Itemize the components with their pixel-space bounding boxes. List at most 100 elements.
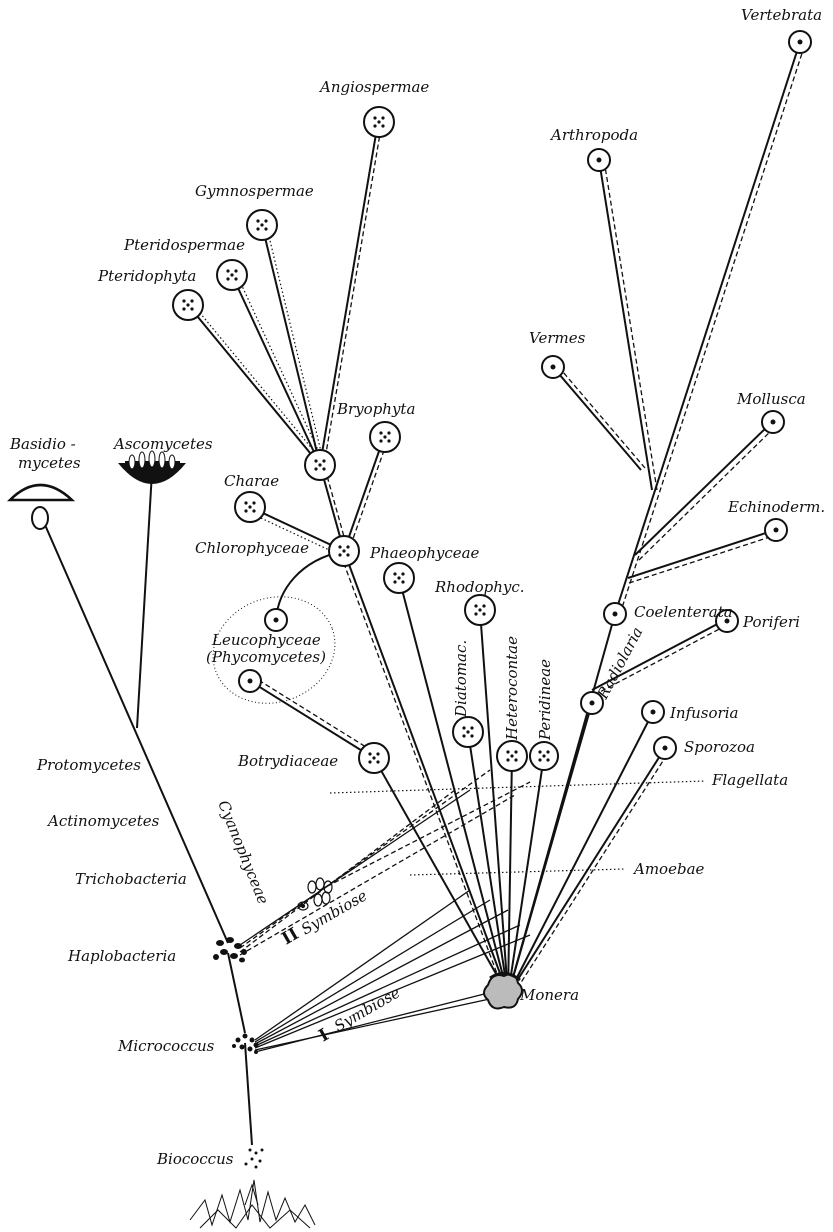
- node-poriferi: [715, 609, 739, 633]
- micrococcus-cluster-icon: [232, 1033, 259, 1054]
- label-mollusca: Mollusca: [736, 390, 806, 408]
- label-rhodophyc: Rhodophyc.: [434, 578, 525, 596]
- node-pteridospermae: [216, 259, 248, 291]
- node-bryophyta: [369, 421, 401, 453]
- branch-angiospermae: [319, 121, 379, 466]
- label-vermes: Vermes: [529, 329, 586, 347]
- branch-gymnospermae: [261, 224, 321, 466]
- branch-arthropoda-dash: [603, 159, 658, 491]
- branch-botrydiaceae: [373, 757, 509, 996]
- node-peridineae: [529, 741, 559, 771]
- biococcus-dots-icon: [244, 1148, 264, 1169]
- node-leucophyceae: [264, 608, 288, 632]
- label-peridineae: Peridineae: [536, 659, 554, 741]
- branch-main-plant-dash: [323, 464, 349, 552]
- branch-heterocontae: [507, 755, 513, 996]
- label-charae: Charae: [224, 472, 279, 490]
- branch-sporozoa: [507, 747, 666, 996]
- branch-diatomac: [467, 731, 509, 996]
- branch-sporozoa-dash: [512, 749, 671, 996]
- branch-arthropoda: [598, 159, 653, 491]
- label-coelenterata: Coelenterata: [634, 603, 733, 621]
- node-phaeophyceae: [383, 562, 415, 594]
- symbiose-1-line-d: [254, 924, 521, 1047]
- label-actinomycetes: Actinomycetes: [46, 812, 160, 830]
- label-phaeophyceae: Phaeophyceae: [369, 544, 480, 562]
- branch-vertebrata-dash: [619, 43, 806, 615]
- branch-radiolaria: [507, 702, 593, 996]
- label-sporozoa: Sporozoa: [684, 738, 755, 756]
- label-pteridospermae: Pteridospermae: [123, 236, 245, 254]
- symbiose-2-line-a: [239, 789, 471, 946]
- branch-gymnospermae-dot: [265, 223, 325, 465]
- branch-vertebrata: [614, 41, 801, 615]
- branch-pteridospermae: [231, 274, 321, 466]
- branch-basidiomycetes: [41, 517, 229, 944]
- label-botrydiaceae: Botrydiaceae: [237, 752, 338, 770]
- branch-bryophyta-dash: [347, 438, 389, 554]
- node-sporozoa: [653, 736, 677, 760]
- symbiose-2-line-d: [239, 794, 516, 956]
- node-vermes: [541, 355, 565, 379]
- labels: Vertebrata Angiospermae Arthropoda Gymno…: [9, 6, 825, 1168]
- label-heterocontae: Heterocontae: [503, 636, 521, 741]
- label-biococcus: Biococcus: [156, 1150, 234, 1168]
- symbiose-2-line-e: [319, 781, 531, 891]
- basidiomycetes-mushroom-icon: [6, 483, 76, 530]
- node-angiospermae: [363, 106, 395, 138]
- node-pteridophyta: [172, 289, 204, 321]
- node-vertebrata: [788, 30, 812, 54]
- label-vertebrata: Vertebrata: [741, 6, 822, 24]
- branch-ascomycetes: [136, 471, 153, 729]
- node-radiolaria: [580, 691, 604, 715]
- branch-poriferi: [591, 619, 726, 691]
- cyanophyceae-symbiont-icon: [297, 877, 333, 911]
- label-angiospermae: Angiospermae: [318, 78, 429, 96]
- symbiose-1-line-a: [254, 889, 471, 1041]
- branch-peridineae: [507, 755, 545, 996]
- monera-blob-icon: [483, 972, 523, 1010]
- node-arthropoda: [587, 148, 611, 172]
- symbiose-2-line-c: [239, 789, 456, 953]
- label-basidiomycetes-1: Basidio -: [9, 435, 76, 453]
- nodes: [172, 30, 812, 774]
- label-phycomycetes: (Phycomycetes): [206, 648, 326, 666]
- label-poriferi: Poriferi: [742, 613, 800, 631]
- node-charae: [234, 491, 266, 523]
- branch-phycomycetes-dash: [251, 675, 375, 753]
- node-diatomac: [452, 716, 484, 748]
- branch-vermes-dash: [556, 364, 646, 469]
- ascomycetes-cup-icon: [118, 450, 186, 484]
- branch-pteridophyta-dot: [190, 301, 324, 463]
- haplobacteria-cluster-icon: [213, 937, 247, 963]
- branch-bryophyta: [343, 436, 385, 552]
- label-chlorophyceae: Chlorophyceae: [195, 539, 309, 557]
- node-main-plant: [304, 449, 336, 481]
- symbiose-1-line-g: [254, 989, 501, 1053]
- label-micrococcus: Micrococcus: [117, 1037, 215, 1055]
- symbiose-1-line-e: [254, 934, 531, 1049]
- label-echinoderm: Echinoderm.: [727, 498, 825, 516]
- label-leucophyceae: Leucophyceae: [211, 631, 321, 649]
- branch-phaeophyceae: [398, 577, 509, 996]
- node-coelenterata: [603, 602, 627, 626]
- symbiose-2-line-b: [239, 769, 491, 949]
- symbiose-1-line-b: [254, 899, 491, 1043]
- label-ascomycetes: Ascomycetes: [112, 435, 213, 453]
- node-chlorophyceae: [328, 535, 360, 567]
- label-bryophyta: Bryophyta: [336, 400, 415, 418]
- label-arthropoda: Arthropoda: [549, 126, 638, 144]
- node-phycomycetes: [238, 669, 262, 693]
- branch-charae-dot: [247, 511, 343, 557]
- node-echinoderm: [764, 518, 788, 542]
- label-amoebae: Amoebae: [632, 860, 705, 878]
- node-heterocontae: [496, 740, 528, 772]
- node-rhodophyc: [464, 594, 496, 626]
- branch-micro-bio: [244, 1042, 253, 1146]
- label-symbiose-2: Symbiose: [298, 886, 370, 938]
- branch-infusoria: [507, 711, 654, 996]
- primordial-matter-scribble-icon: [189, 1179, 316, 1229]
- label-pteridophyta: Pteridophyta: [97, 267, 196, 285]
- branch-haplo-micro: [227, 952, 246, 1034]
